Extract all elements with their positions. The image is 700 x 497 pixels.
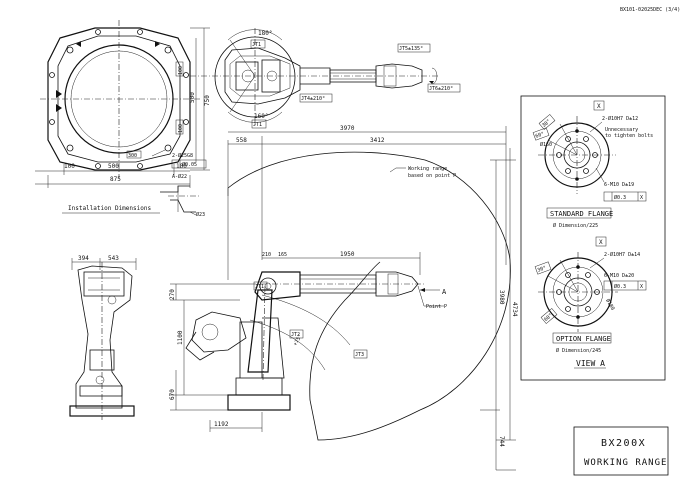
dim-3980: 3980: [498, 290, 505, 305]
main-jt1: JT1: [255, 284, 264, 290]
dim-300: 300: [128, 153, 137, 159]
option-flange-label: OPTION FLANGE: [556, 335, 611, 343]
dim-100-left: 100: [64, 163, 75, 170]
opt-ref: X: [599, 239, 603, 246]
dim-744: 744: [498, 436, 505, 447]
installation-label: Installation Dimensions: [68, 205, 151, 212]
option-flange: 30° 60° Ø180 X 2-Ø10H7 D±14 6-M10 D±20 Ø…: [534, 236, 647, 354]
view-a-label: VIEW A: [576, 359, 605, 368]
opt-angle-30: 30°: [537, 265, 548, 274]
point-p-label: Point P: [426, 304, 447, 310]
dim-100-bottom: 100: [178, 124, 184, 133]
dim-3970: 3970: [340, 125, 355, 132]
hole-note: 2-Ø25G8: [172, 152, 193, 159]
std-diameter: Ø160: [540, 141, 552, 148]
std-angle-60: 60°: [535, 131, 546, 140]
dim-558: 558: [236, 137, 247, 144]
std-bolt: 6-M10 D±19: [604, 182, 634, 188]
opt-pin: 2-Ø10H7 D±14: [604, 251, 640, 258]
dim-v500: 500: [189, 92, 196, 103]
title-block: BX200X WORKING RANGE: [573, 426, 669, 476]
dim-210: 210: [262, 252, 271, 258]
dim-100-right: 100: [176, 163, 187, 170]
std-tol-ref: X: [640, 195, 643, 201]
dim-270: 270: [169, 289, 176, 300]
top-jt1-lower: JT1: [253, 122, 262, 128]
range-note-2: based on point P: [408, 173, 456, 179]
top-jt1: JT1: [252, 42, 261, 48]
dim-500: 500: [108, 163, 119, 170]
std-pin: 2-Ø10H7 D±12: [602, 115, 638, 122]
view-arrow-a: A: [442, 288, 447, 296]
document-code: BX101-02025DEC (3/4): [620, 7, 680, 13]
dim-4734: 4734: [511, 302, 518, 317]
std-tol: Ø0.3: [614, 194, 626, 201]
opt-bolt: 6-M10 D±20: [604, 273, 634, 279]
jt5-range: JT5±135°: [399, 46, 423, 52]
dim-1100: 1100: [177, 330, 184, 345]
opt-dim-note: Ø Dimension/245: [556, 347, 601, 354]
model-name: BX200X: [601, 438, 646, 449]
std-note-1: Unnecessary: [605, 127, 638, 133]
standard-flange-label: STANDARD FLANGE: [550, 210, 613, 218]
std-ref: X: [597, 103, 601, 110]
dim-1950: 1950: [340, 251, 355, 258]
main-jt2: JT2: [291, 332, 300, 338]
dim-v750: 750: [204, 95, 211, 106]
std-dim-note: Ø Dimension/225: [553, 222, 598, 229]
hole-tolerance: Ø0.05: [182, 161, 197, 168]
top-view: 180° 160° JT1 JT1 JT5±135° JT4±210° JT6±…: [190, 28, 461, 129]
section-dim: Ø23: [196, 211, 205, 218]
drawing-subtitle: WORKING RANGE: [584, 458, 667, 468]
opt-tol-ref: X: [640, 284, 643, 290]
angle-75: +75°: [293, 334, 304, 347]
dim-165: 165: [278, 252, 287, 258]
jt4-range: JT4±210°: [301, 96, 325, 102]
dim-670: 670: [169, 389, 176, 400]
dim-3412: 3412: [370, 137, 385, 144]
opt-diameter: Ø180: [604, 298, 616, 312]
standard-flange: 30° 60° Ø160 X 2-Ø10H7 D±12 Unnecessary …: [532, 100, 653, 229]
dim-1192: 1192: [214, 421, 229, 428]
flange-panel: 30° 60° Ø160 X 2-Ø10H7 D±12 Unnecessary …: [520, 95, 666, 381]
working-range-view: 3970 558 3412 210 165 1950 1192 270 1100…: [169, 125, 518, 471]
jt6-range: JT6±210°: [429, 86, 453, 92]
opt-tol: Ø0.3: [614, 283, 626, 290]
installation-plan: 100 500 100 875 300 100 500 750 100 2-Ø2…: [35, 20, 211, 218]
dim-543: 543: [108, 255, 119, 262]
dim-875: 875: [110, 176, 121, 183]
std-angle-30: 30°: [541, 119, 552, 129]
a-note: A-Ø22: [172, 173, 187, 180]
range-note-1: Working range: [408, 166, 447, 172]
side-view: 394 543: [69, 255, 137, 420]
main-jt3: JT3: [355, 352, 364, 358]
std-note-2: to tighten bolts: [605, 133, 653, 139]
opt-angle-60: 60°: [543, 313, 554, 323]
dim-100-top: 100: [178, 66, 184, 75]
dim-394: 394: [78, 255, 89, 262]
angle-160: 160°: [254, 113, 268, 120]
angle-180: 180°: [258, 30, 272, 37]
